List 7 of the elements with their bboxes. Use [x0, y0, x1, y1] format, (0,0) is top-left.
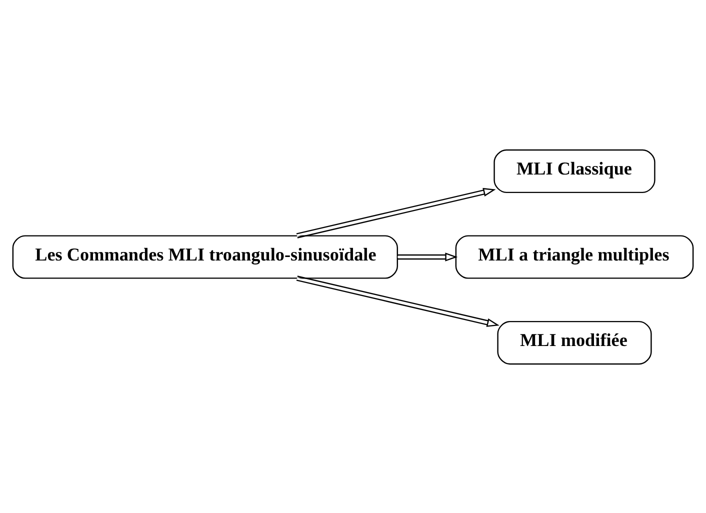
node-box: Les Commandes MLI troangulo-sinusoïdale: [12, 234, 398, 278]
arrow: [296, 187, 496, 238]
arrow: [398, 252, 458, 261]
node-box: MLI a triangle multiples: [455, 234, 694, 278]
node-box: MLI Classique: [494, 148, 656, 193]
node-box: MLI modifiée: [497, 320, 652, 364]
arrow: [296, 275, 500, 326]
